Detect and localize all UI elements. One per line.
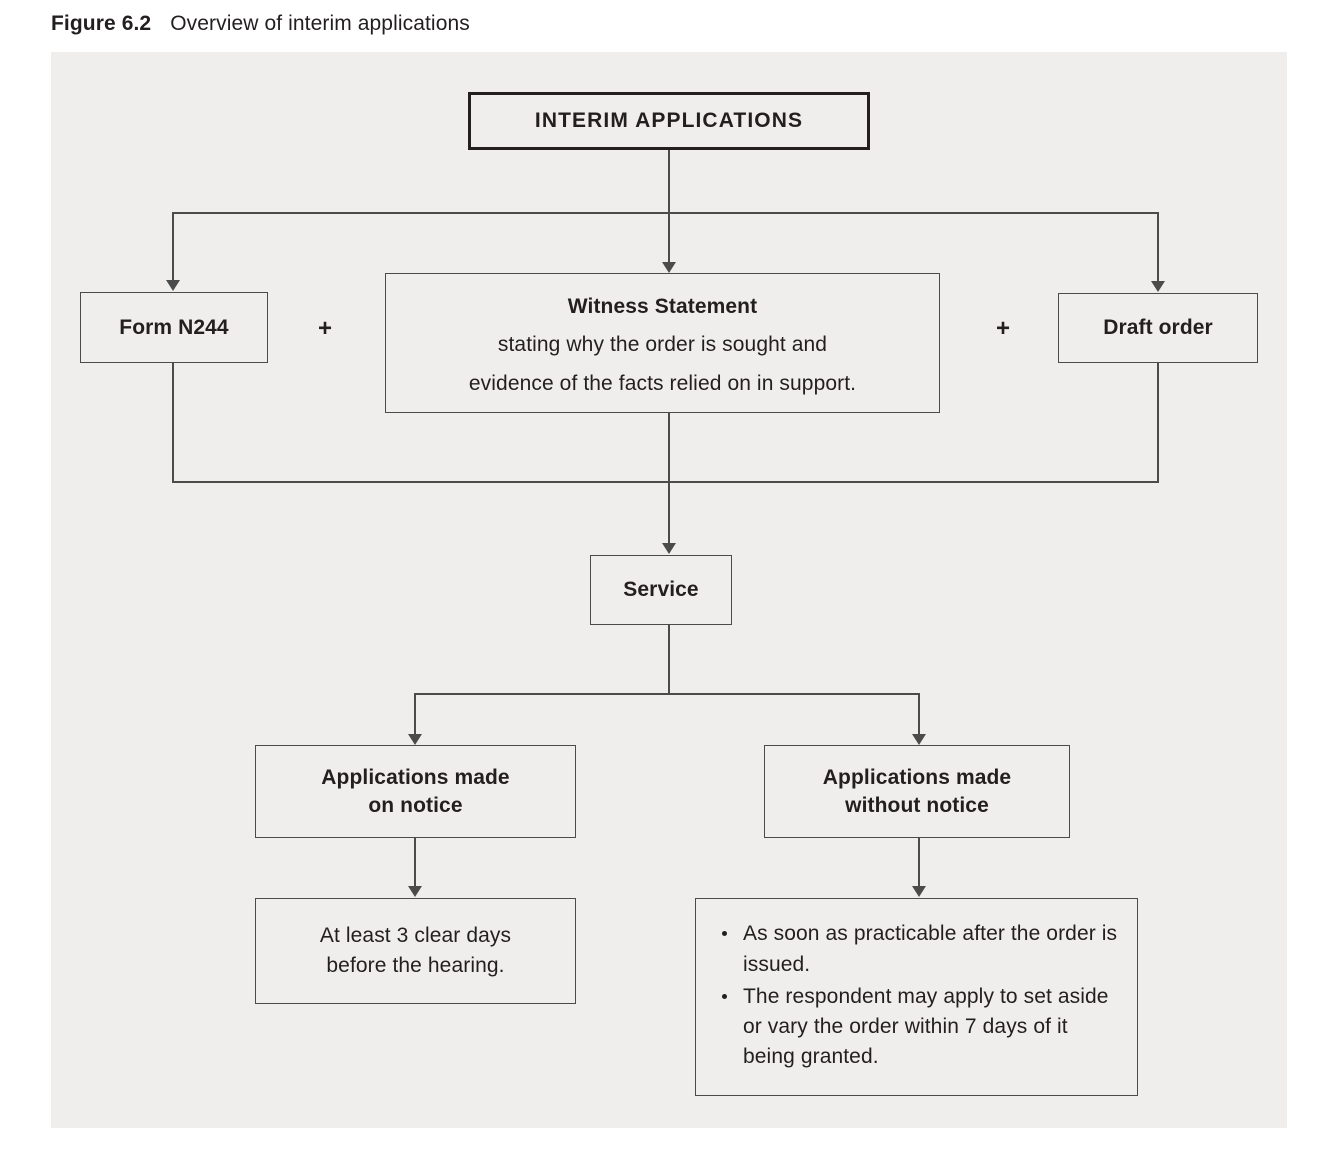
node-witness-statement-label: Witness Statement — [567, 295, 758, 318]
connector-without-notice-to-detail — [918, 838, 920, 886]
node-clear-days-line-2: before the hearing. — [326, 954, 505, 977]
figure-title: Overview of interim applications — [170, 12, 470, 35]
node-interim-applications-label: INTERIM APPLICATIONS — [534, 109, 804, 133]
without-notice-detail-list: As soon as practicable after the order i… — [718, 919, 1119, 1074]
connector-root-to-split — [668, 150, 670, 213]
node-form-n244-label: Form N244 — [119, 315, 229, 339]
diagram-panel: INTERIM APPLICATIONS Form N244 + Witness… — [51, 52, 1287, 1128]
node-without-notice-detail[interactable]: As soon as practicable after the order i… — [695, 898, 1138, 1096]
connector-split-to-without-notice — [918, 693, 920, 734]
arrowhead-to-service — [662, 543, 676, 554]
arrowhead-to-clear-days — [408, 886, 422, 897]
node-clear-days[interactable]: At least 3 clear days before the hearing… — [255, 898, 576, 1004]
connector-split-to-draft-order — [1157, 212, 1159, 281]
node-applications-without-notice-line-2: without notice — [845, 793, 989, 817]
connector-split-to-form-n244 — [172, 212, 174, 280]
node-applications-on-notice[interactable]: Applications made on notice — [255, 745, 576, 838]
arrowhead-to-draft-order — [1151, 281, 1165, 292]
connector-draft-order-to-merge — [1157, 363, 1159, 482]
figure-caption: Figure 6.2 Overview of interim applicati… — [51, 5, 470, 43]
connector-form-n244-to-merge — [172, 363, 174, 482]
connector-split-to-witness-statement — [668, 212, 670, 262]
connector-merge-bar — [172, 481, 1159, 483]
node-applications-on-notice-line-2: on notice — [368, 793, 463, 817]
node-applications-without-notice-line-1: Applications made — [822, 765, 1012, 789]
list-item: As soon as practicable after the order i… — [718, 919, 1119, 979]
arrowhead-to-on-notice — [408, 734, 422, 745]
node-clear-days-line-1: At least 3 clear days — [319, 924, 512, 948]
plus-operator-right: + — [996, 315, 1011, 342]
node-service-label: Service — [623, 578, 699, 602]
arrowhead-to-witness-statement — [662, 262, 676, 273]
connector-split-bar-top — [172, 212, 1159, 214]
connector-service-to-split — [668, 625, 670, 694]
node-service[interactable]: Service — [590, 555, 732, 625]
node-interim-applications[interactable]: INTERIM APPLICATIONS — [468, 92, 870, 150]
node-draft-order[interactable]: Draft order — [1058, 293, 1258, 363]
connector-merge-to-service — [668, 481, 670, 543]
connector-split-to-on-notice — [414, 693, 416, 734]
connector-witness-statement-to-merge — [668, 413, 670, 482]
node-form-n244[interactable]: Form N244 — [80, 292, 268, 363]
connector-on-notice-to-clear-days — [414, 838, 416, 886]
node-witness-statement-line-2: evidence of the facts relied on in suppo… — [468, 371, 857, 395]
node-draft-order-label: Draft order — [1103, 316, 1213, 340]
arrowhead-to-form-n244 — [166, 280, 180, 291]
node-applications-without-notice[interactable]: Applications made without notice — [764, 745, 1070, 838]
node-witness-statement[interactable]: Witness Statement stating why the order … — [385, 273, 940, 413]
connector-split-bar-bottom — [414, 693, 920, 695]
figure-number: Figure 6.2 — [51, 12, 152, 35]
arrowhead-to-without-notice-detail — [912, 886, 926, 897]
arrowhead-to-without-notice — [912, 734, 926, 745]
node-applications-on-notice-line-1: Applications made — [321, 765, 510, 789]
list-item: The respondent may apply to set aside or… — [718, 982, 1119, 1073]
node-witness-statement-line-1: stating why the order is sought and — [497, 332, 828, 356]
plus-operator-left: + — [318, 315, 333, 342]
